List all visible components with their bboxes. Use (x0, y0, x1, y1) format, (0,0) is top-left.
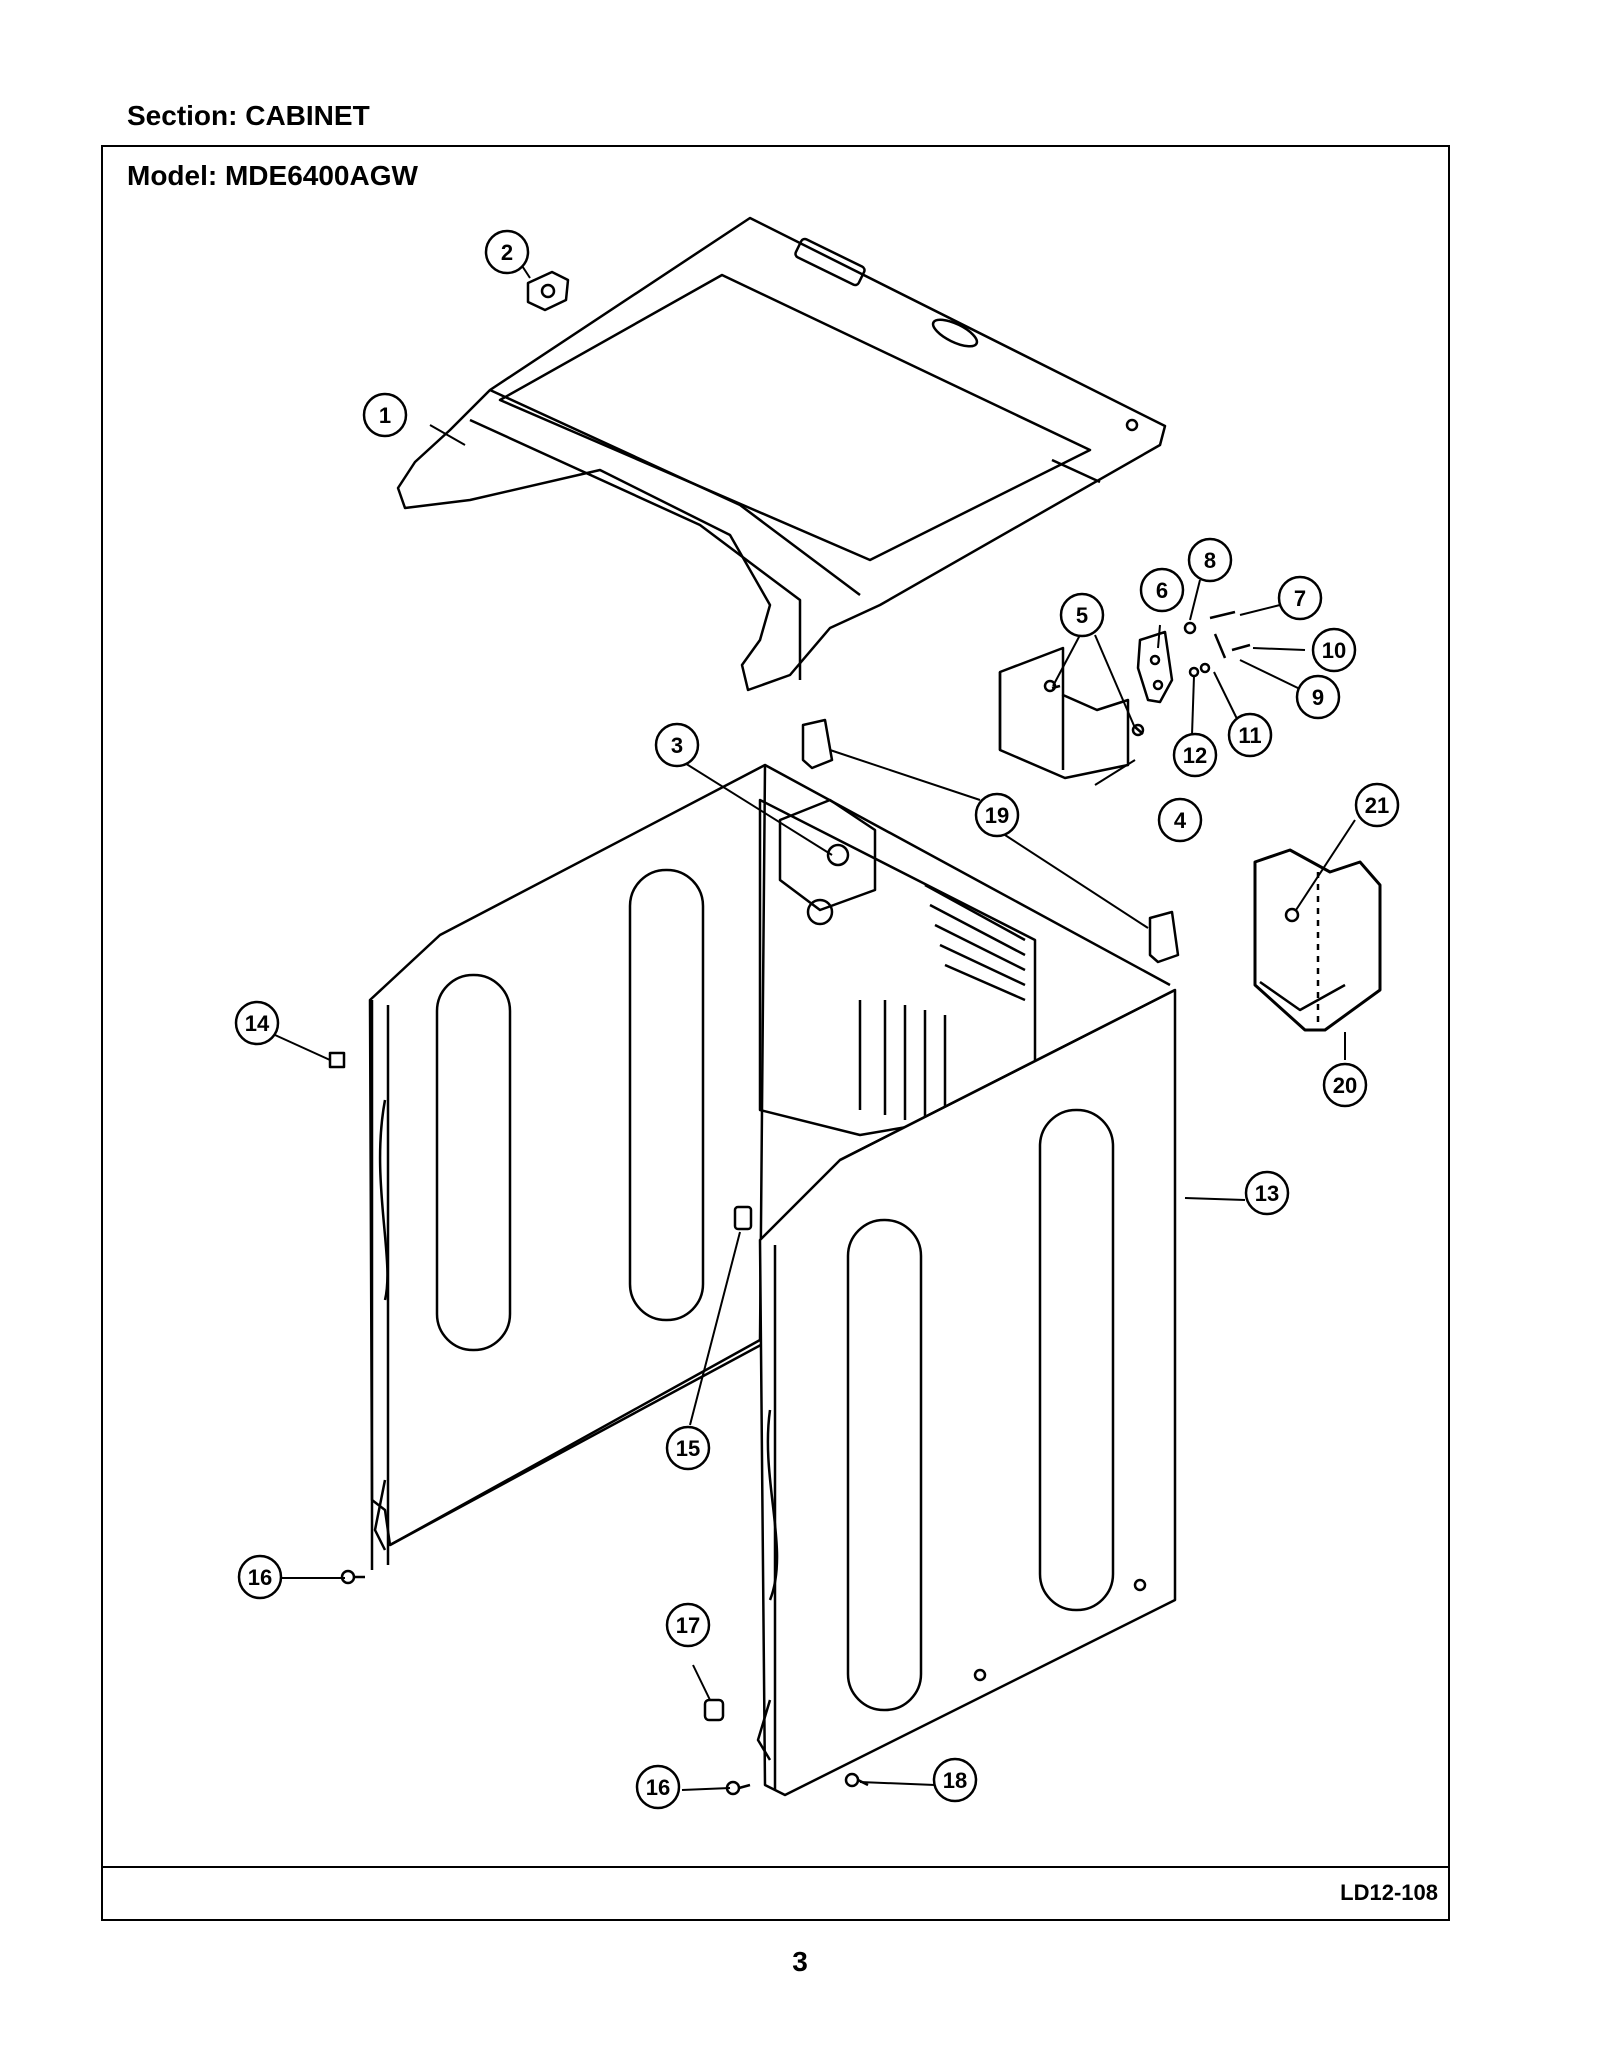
callout-number: 7 (1294, 586, 1306, 611)
model-title: Model: MDE6400AGW (127, 160, 418, 191)
section-title: Section: CABINET (127, 100, 370, 131)
callout-20: 20 (1322, 1062, 1368, 1108)
part-14-clip (328, 1051, 346, 1069)
callout-number: 21 (1365, 793, 1389, 818)
callout-2: 2 (484, 229, 530, 275)
part-19-clip (801, 718, 1180, 964)
callout-number: 16 (646, 1775, 670, 1800)
callout-18: 18 (932, 1757, 978, 1803)
callout-3: 3 (654, 722, 700, 768)
callout-16: 16 (635, 1764, 681, 1810)
part-15-clip (733, 1205, 753, 1231)
part-cabinet-left-side (368, 763, 1171, 1570)
callout-number: 4 (1174, 808, 1187, 833)
callout-number: 12 (1183, 743, 1207, 768)
callout-number: 6 (1156, 578, 1168, 603)
callout-19: 19 (974, 792, 1020, 838)
callout-number: 20 (1333, 1073, 1357, 1098)
part-2-bracket (526, 270, 570, 312)
callout-number: 15 (676, 1436, 700, 1461)
diagram-reference-code: LD12-108 (1340, 1880, 1438, 1905)
leader-lines (274, 254, 1356, 1791)
callout-6: 6 (1139, 567, 1185, 613)
callout-21: 21 (1354, 782, 1400, 828)
part-top-cover (396, 216, 1167, 692)
callout-12: 12 (1172, 732, 1218, 778)
diagram-frame (101, 145, 1450, 1921)
callout-number: 8 (1204, 548, 1216, 573)
callout-number: 2 (501, 240, 513, 265)
callout-9: 9 (1295, 674, 1341, 720)
callout-number: 14 (245, 1011, 270, 1036)
callout-7: 7 (1277, 575, 1323, 621)
callout-number: 19 (985, 803, 1009, 828)
callout-1: 1 (362, 392, 408, 438)
callout-11: 11 (1227, 712, 1273, 758)
callout-14: 14 (234, 1000, 280, 1046)
callout-number: 16 (248, 1565, 272, 1590)
callout-4: 4 (1157, 797, 1203, 843)
callout-8: 8 (1187, 537, 1233, 583)
callout-number: 3 (671, 733, 683, 758)
callout-number: 17 (676, 1613, 700, 1638)
callout-number: 5 (1076, 603, 1088, 628)
callout-5: 5 (1059, 592, 1105, 638)
part-6-hinge (1136, 630, 1174, 704)
callout-10: 10 (1311, 627, 1357, 673)
callout-16: 16 (237, 1554, 283, 1600)
callout-number: 1 (379, 403, 391, 428)
callout-number: 9 (1312, 685, 1324, 710)
part-13-right-side-panel (756, 988, 1177, 1797)
part-20-panel (1253, 848, 1382, 1032)
callout-17: 17 (665, 1602, 711, 1648)
callout-number: 10 (1322, 638, 1346, 663)
callout-number: 13 (1255, 1181, 1279, 1206)
callout-number: 18 (943, 1768, 967, 1793)
callout-13: 13 (1244, 1170, 1290, 1216)
footer-divider (101, 1866, 1450, 1868)
part-17-foot (703, 1698, 725, 1722)
page-number: 3 (792, 1946, 808, 1977)
part-4-bracket (998, 646, 1130, 780)
callout-15: 15 (665, 1425, 711, 1471)
callout-number: 11 (1238, 723, 1261, 748)
